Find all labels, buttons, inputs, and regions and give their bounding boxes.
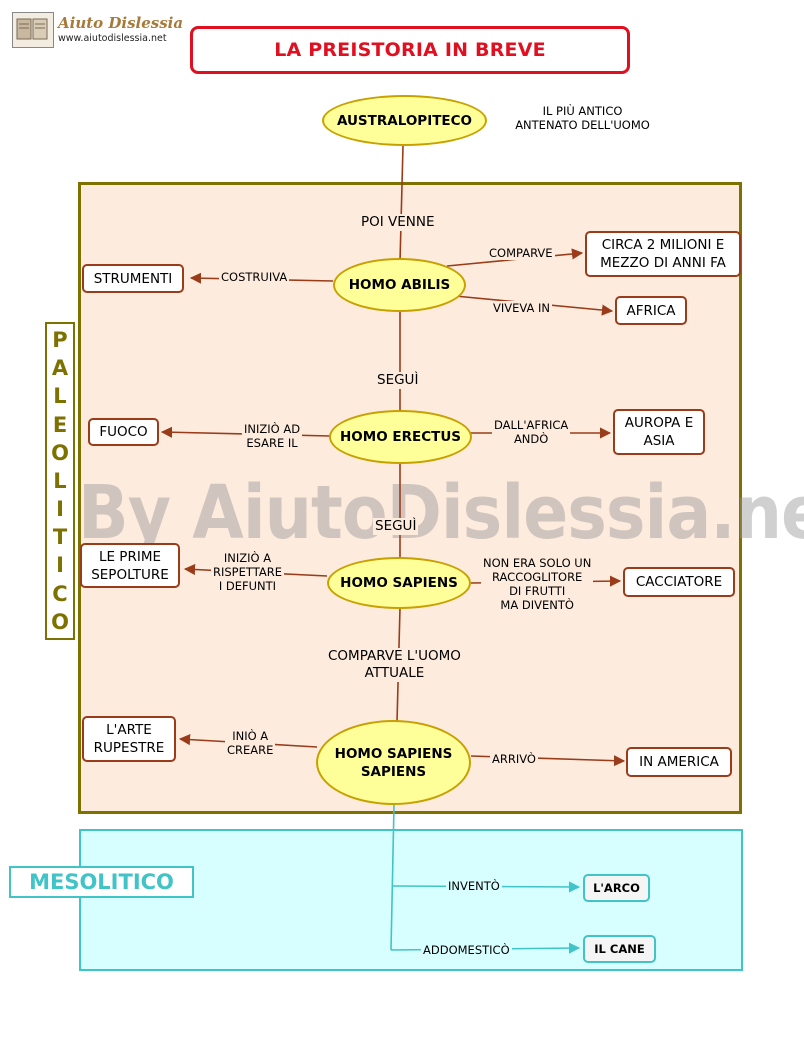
link-segui-2: SEGUÌ — [373, 518, 419, 535]
link-poi-venne: POI VENNE — [359, 214, 437, 231]
logo-icon — [12, 12, 54, 48]
link-invento: INVENTÒ — [446, 879, 502, 893]
site-logo: Aiuto Dislessia www.aiutodislessia.net — [12, 12, 183, 48]
node-fuoco: FUOCO — [88, 418, 159, 446]
paleolitico-letter: A — [51, 356, 69, 381]
node-homo-sapiens: HOMO SAPIENS — [327, 557, 471, 609]
node-arte-rupestre: L'ARTE RUPESTRE — [82, 716, 176, 762]
link-addomestico: ADDOMESTICÒ — [421, 943, 512, 957]
link-inio-a-creare: INIÒ A CREARE — [225, 729, 276, 757]
node-in-america: IN AMERICA — [626, 747, 732, 777]
paleolitico-letter: L — [53, 468, 67, 493]
node-il-cane: IL CANE — [583, 935, 656, 963]
paleolitico-letter: I — [56, 497, 64, 522]
node-australopiteco: AUSTRALOPITECO — [322, 95, 487, 146]
paleolitico-letter: I — [56, 553, 64, 578]
page-title: LA PREISTORIA IN BREVE — [190, 26, 630, 74]
node-strumenti: STRUMENTI — [82, 264, 184, 293]
link-dall-africa: DALL'AFRICA ANDÒ — [492, 418, 571, 446]
link-inizio-ad-esare: INIZIÒ AD ESARE IL — [242, 422, 303, 450]
logo-url: www.aiutodislessia.net — [58, 33, 167, 44]
paleolitico-letter: O — [51, 609, 69, 634]
node-homo-erectus: HOMO ERECTUS — [329, 410, 472, 464]
link-non-era-solo: NON ERA SOLO UN RACCOGLITORE DI FRUTTI M… — [481, 556, 594, 612]
australopiteco-note: IL PIÙ ANTICO ANTENATO DELL'UOMO — [515, 104, 650, 132]
link-comparve-uomo: COMPARVE L'UOMO ATTUALE — [326, 648, 463, 682]
watermark: By AiutoDislessia.net — [78, 470, 804, 556]
paleolitico-letter: L — [53, 384, 67, 409]
node-homo-abilis: HOMO ABILIS — [333, 258, 466, 312]
paleolitico-letter: C — [52, 581, 68, 606]
node-prime-sepolture: LE PRIME SEPOLTURE — [80, 543, 180, 588]
link-arrivo: ARRIVÒ — [490, 752, 538, 766]
paleolitico-letter: E — [52, 412, 68, 437]
mesolitico-label: MESOLITICO — [9, 866, 194, 898]
paleolitico-letter: O — [51, 440, 69, 465]
node-homo-sapiens-sapiens: HOMO SAPIENS SAPIENS — [316, 720, 471, 805]
link-inizio-rispettare: INIZIÒ A RISPETTARE I DEFUNTI — [211, 551, 284, 593]
paleolitico-letter: T — [52, 525, 68, 550]
node-cacciatore: CACCIATORE — [623, 567, 735, 597]
logo-title: Aiuto Dislessia — [58, 14, 184, 32]
link-comparve: COMPARVE — [487, 246, 555, 260]
node-circa-2-milioni: CIRCA 2 MILIONI E MEZZO DI ANNI FA — [585, 231, 741, 277]
link-viveva-in: VIVEVA IN — [491, 301, 553, 315]
node-africa: AFRICA — [615, 296, 687, 325]
node-l-arco: L'ARCO — [583, 874, 650, 902]
link-segui-1: SEGUÌ — [375, 372, 421, 389]
paleolitico-letter: P — [52, 328, 68, 353]
node-europa-asia: AUROPA E ASIA — [613, 409, 705, 455]
link-costruiva: COSTRUIVA — [219, 270, 290, 284]
